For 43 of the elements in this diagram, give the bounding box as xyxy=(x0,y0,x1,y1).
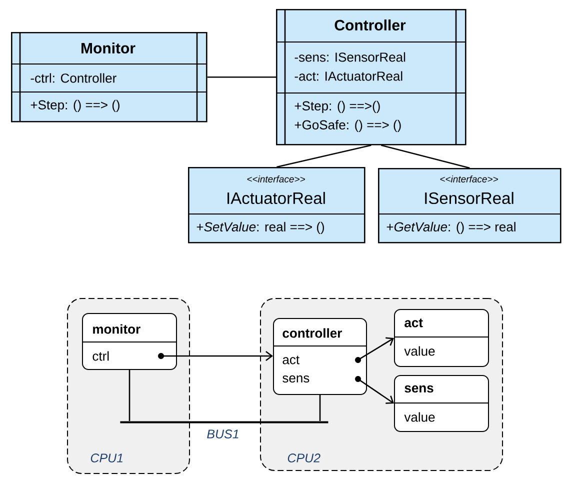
field-text: value xyxy=(404,346,435,356)
class-box xyxy=(276,9,466,146)
node-label: CPU1 xyxy=(90,454,122,462)
arrow xyxy=(161,350,273,361)
member-text: -ctrl: Controller xyxy=(30,73,116,83)
interface-name: ISensorReal xyxy=(425,192,514,204)
interface-name: IActuatorReal xyxy=(228,192,325,204)
object-box xyxy=(394,375,489,432)
class-name: Controller xyxy=(334,19,406,30)
member-text: +GoSafe: () ==> () xyxy=(294,120,401,132)
interface-box xyxy=(378,168,562,244)
connector-line xyxy=(381,144,470,169)
connector-line xyxy=(276,144,372,168)
bus-label: BUS1 xyxy=(207,430,238,438)
node-label: CPU2 xyxy=(288,454,320,462)
connector-line xyxy=(207,76,276,78)
member-text: +Step: () ==>() xyxy=(294,100,380,114)
class-name: Monitor xyxy=(82,42,136,54)
object-name: act xyxy=(404,318,423,328)
field-text: act xyxy=(282,356,300,364)
arrow xyxy=(358,337,394,361)
member-text: +GetValue: () ==> real xyxy=(386,222,516,234)
field-text: sens xyxy=(282,375,310,383)
member-text: -act: IActuatorReal xyxy=(294,71,402,81)
member-text: +SetValue: real ==> () xyxy=(196,222,324,234)
interface-box xyxy=(188,167,366,244)
member-text: -sens: ISensorReal xyxy=(294,52,406,62)
object-box xyxy=(82,313,177,370)
connector-line xyxy=(128,370,130,421)
object-name: sens xyxy=(404,385,434,393)
arrow xyxy=(358,378,394,404)
field-text: value xyxy=(404,412,435,422)
object-box xyxy=(394,309,489,367)
stereotype-label: <<interface>> xyxy=(247,176,305,182)
class-box xyxy=(10,32,208,122)
connector-line xyxy=(319,395,321,421)
field-text: ctrl xyxy=(92,351,109,361)
object-name: controller xyxy=(282,328,342,338)
stereotype-label: <<interface>> xyxy=(440,176,498,182)
bus-line xyxy=(120,421,328,424)
object-name: monitor xyxy=(93,324,140,334)
member-text: +Step: () ==> () xyxy=(30,100,120,112)
object-box xyxy=(272,318,367,395)
